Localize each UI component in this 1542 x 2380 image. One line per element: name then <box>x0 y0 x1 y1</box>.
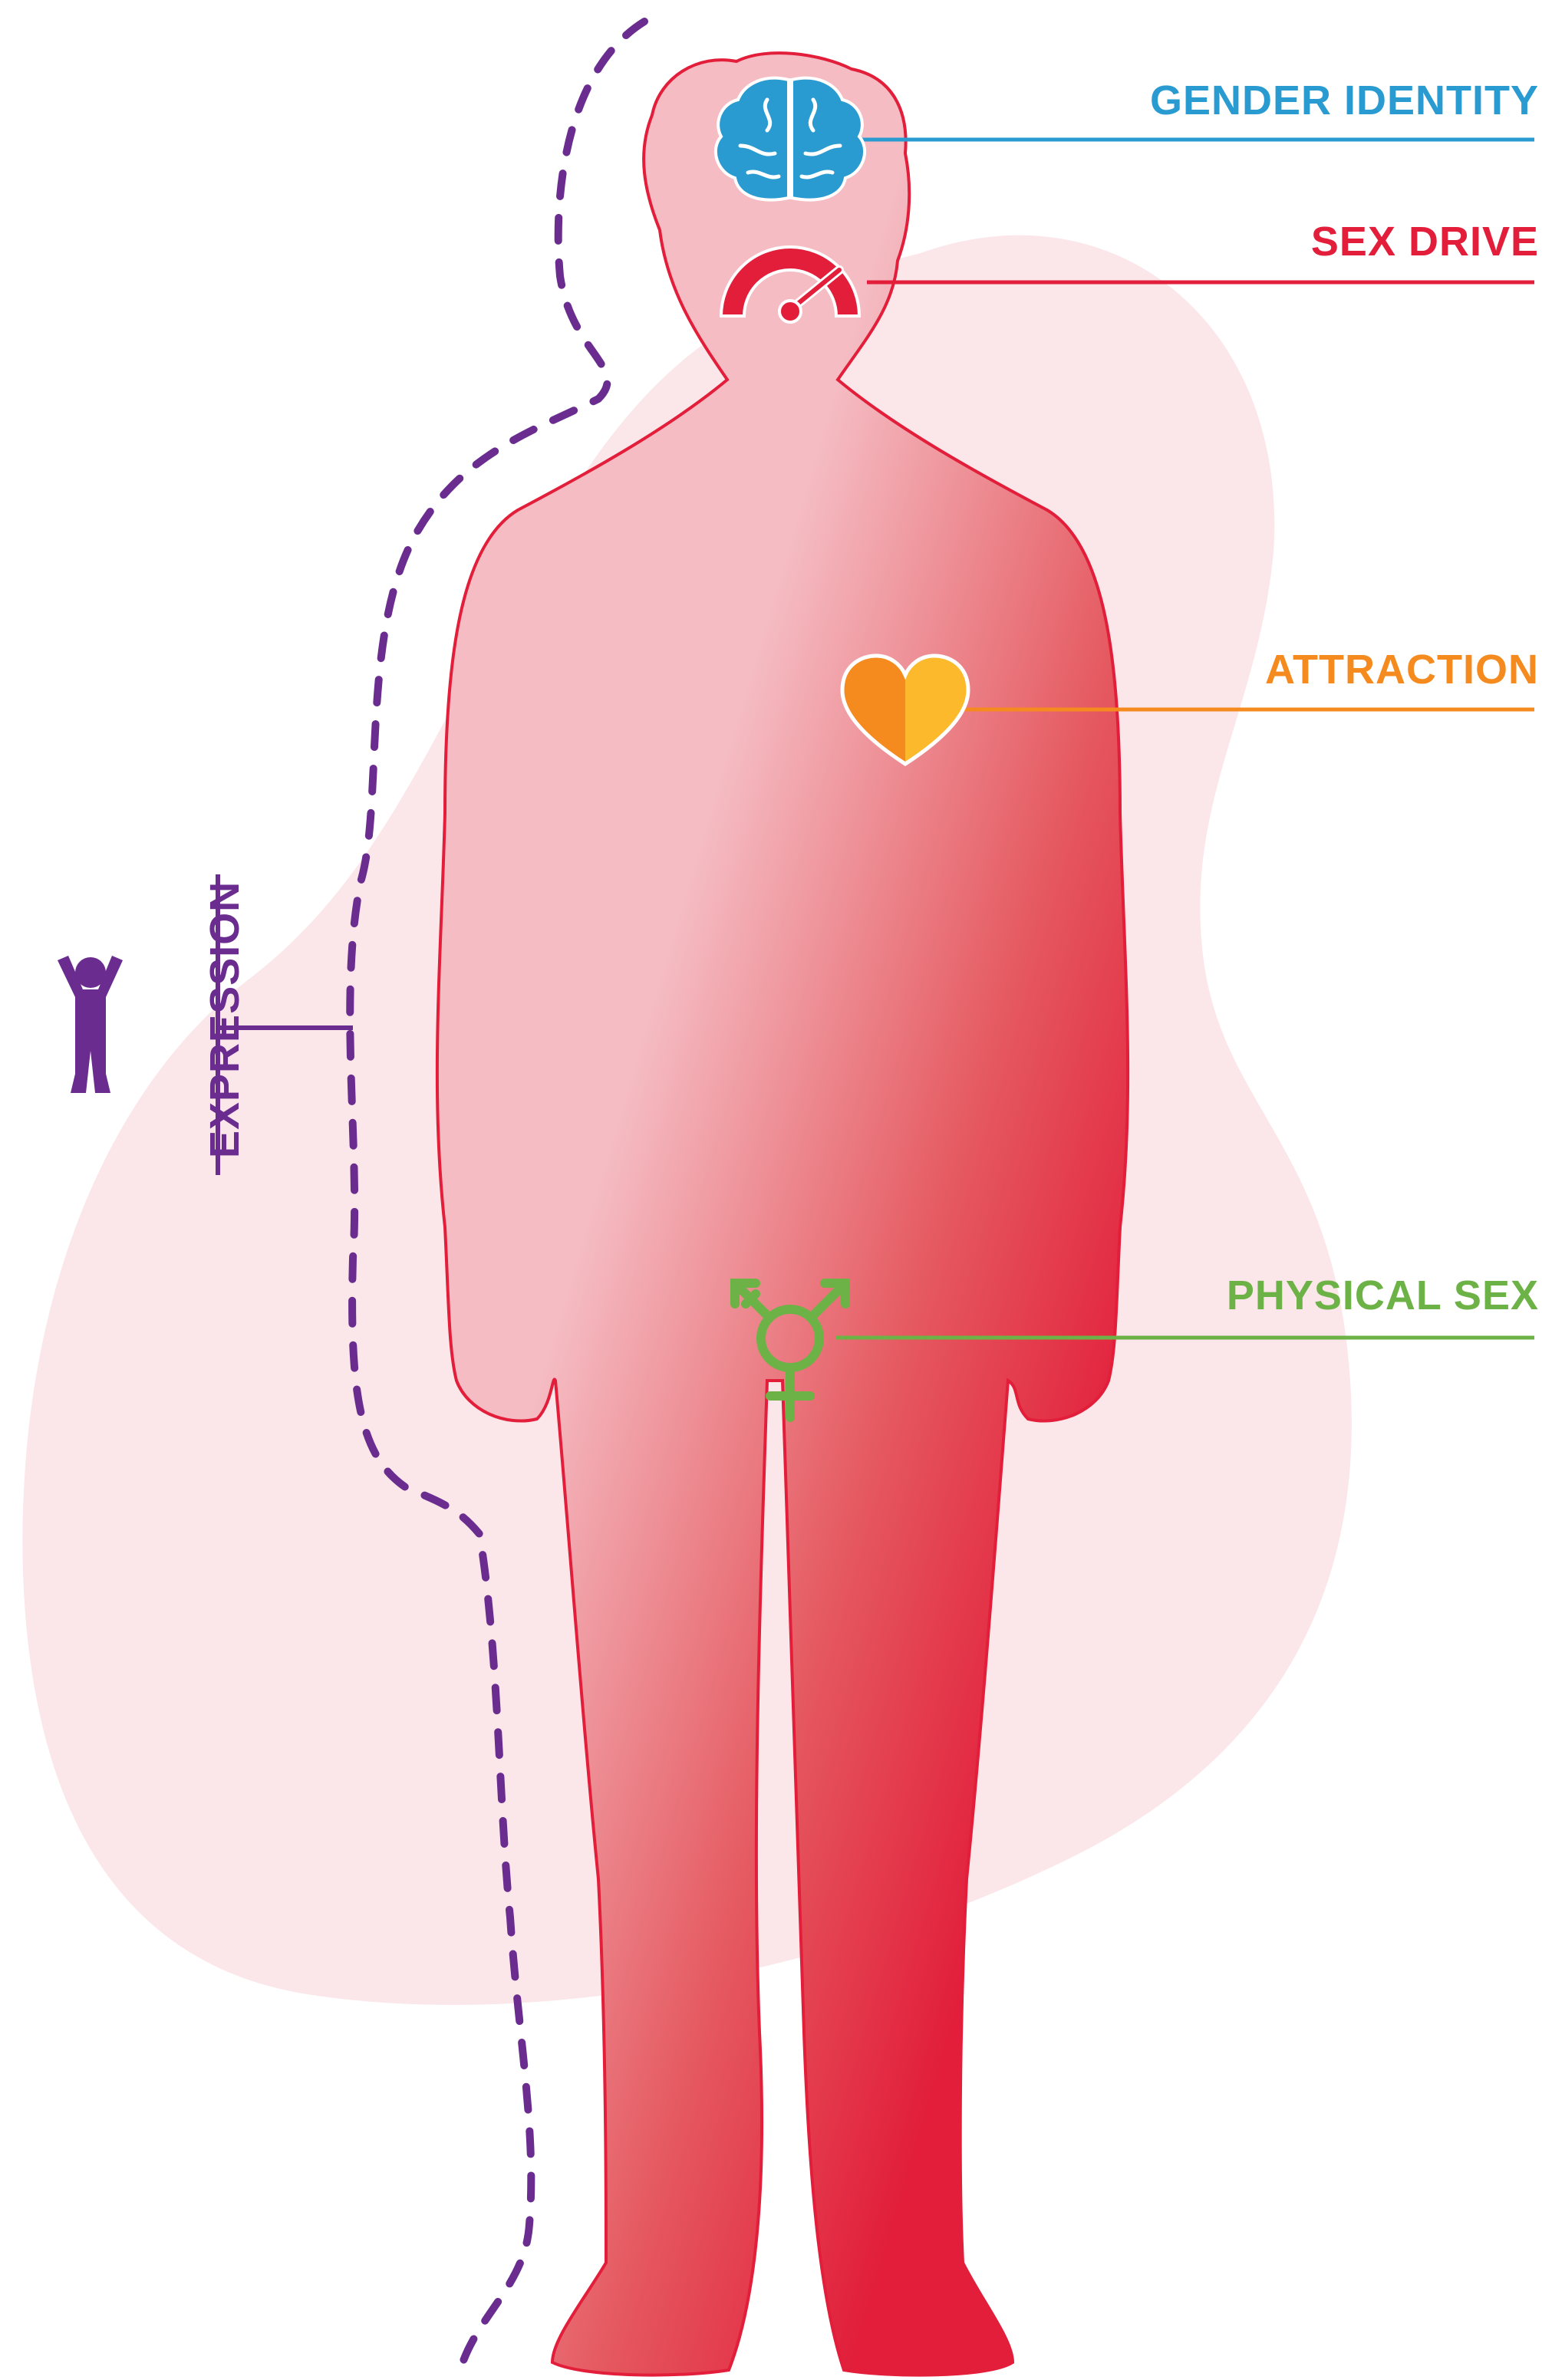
physical-sex-label: PHYSICAL SEX <box>1227 1272 1539 1319</box>
attraction-label: ATTRACTION <box>1265 646 1539 693</box>
person-arms-raised-icon <box>58 956 123 1093</box>
brain-icon <box>716 78 865 200</box>
sex-drive-label: SEX DRIVE <box>1311 218 1539 265</box>
expression-label: EXPRESSION <box>201 881 249 1158</box>
gender-identity-label: GENDER IDENTITY <box>1150 77 1539 124</box>
